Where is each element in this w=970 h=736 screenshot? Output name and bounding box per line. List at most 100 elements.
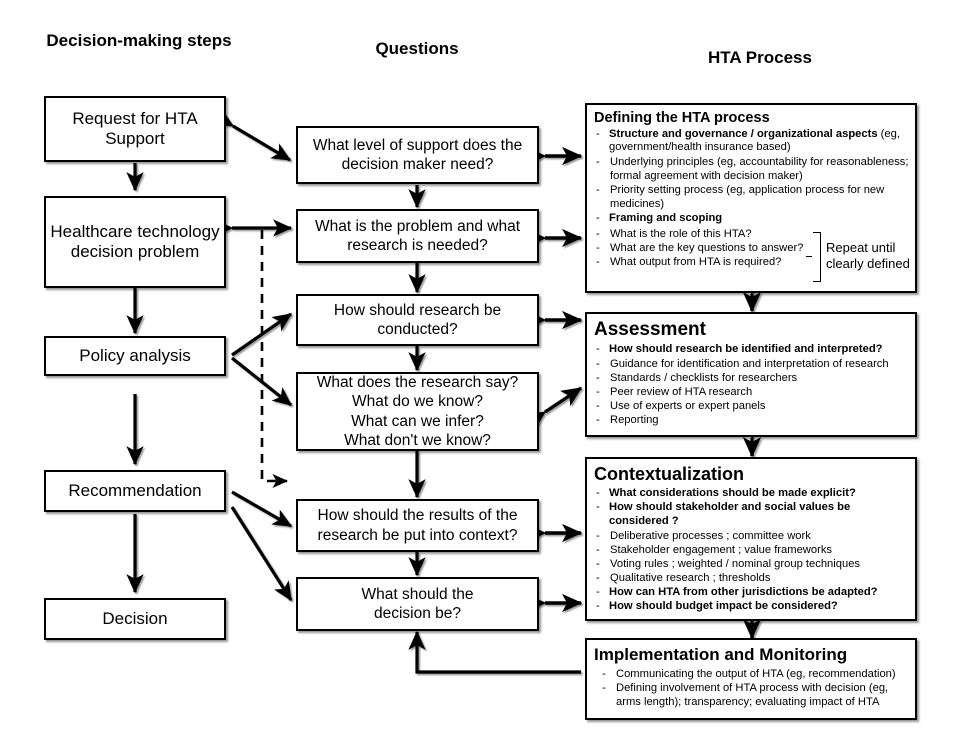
bullet-dash-icon: -: [596, 212, 600, 225]
bullet-dash-icon: -: [596, 599, 600, 612]
question-box-6[interactable]: What should the decision be?: [296, 577, 539, 631]
hta-item-tail: (eg, government/health insurance based): [609, 127, 900, 154]
hta-box-title: Defining the HTA process: [594, 110, 770, 126]
question-text: What is the problem and what research is…: [314, 217, 521, 254]
hta-subitem: - Use of experts or expert panels: [594, 399, 909, 413]
hta-item-text: How should research be identified and in…: [609, 342, 883, 355]
hta-box-title: Implementation and Monitoring: [594, 645, 848, 664]
step-box-policy-analysis[interactable]: Policy analysis: [44, 336, 226, 376]
hta-item-list: - How can HTA from other jurisdictions b…: [594, 586, 909, 614]
hta-item-text: How should budget impact be considered?: [609, 599, 838, 612]
column-header-hta-process: HTA Process: [708, 48, 812, 67]
bullet-dash-icon: -: [596, 500, 600, 513]
hta-subitem: - Underlying principles (eg, accountabil…: [594, 155, 909, 183]
hta-subitem-text: What output from HTA is required?: [610, 255, 782, 268]
hta-subitem-text: Standards / checklists for researchers: [610, 372, 798, 384]
hta-box-implementation-and-monitoring[interactable]: Implementation and Monitoring - Communic…: [585, 638, 917, 720]
question-box-2[interactable]: What is the problem and what research is…: [296, 209, 539, 263]
hta-subitem: - Voting rules ; weighted / nominal grou…: [594, 557, 909, 571]
question-box-5[interactable]: How should the results of the research b…: [296, 499, 539, 552]
hta-subitem-text: Deliberative processes ; committee work: [610, 529, 811, 542]
bullet-dash-icon: -: [596, 400, 600, 412]
hta-subitem: - Stakeholder engagement ; value framewo…: [594, 543, 909, 557]
bullet-dash-icon: -: [596, 184, 600, 197]
bullet-dash-icon: -: [596, 529, 600, 542]
column-header-questions: Questions: [375, 39, 459, 58]
hta-subitem: - Guidance for identification and interp…: [594, 357, 909, 371]
bullet-dash-icon: -: [596, 372, 600, 384]
step-label: Recommendation: [68, 480, 202, 500]
hta-subitem-text: Voting rules ; weighted / nominal group …: [610, 557, 861, 570]
step-box-healthcare-technology-decision-problem[interactable]: Healthcare technology decision problem: [44, 196, 226, 288]
hta-item-text: How should stakeholder and social values…: [609, 500, 851, 527]
question-box-4[interactable]: What does the research say? What do we k…: [296, 372, 539, 451]
hta-subitem-text: Qualitative research ; thresholds: [610, 571, 771, 584]
hta-subitem-text: Reporting: [610, 414, 659, 426]
step-box-request-for-hta-support[interactable]: Request for HTA Support: [44, 96, 226, 162]
hta-box-assessment[interactable]: Assessment - How should research be iden…: [585, 312, 917, 437]
column-header-decision-steps: Decision-making steps: [46, 31, 232, 50]
hta-subitem-list: - Communicating the output of HTA (eg, r…: [594, 667, 909, 709]
repeat-bracket-tick-icon: [806, 256, 812, 257]
hta-subitem: - Qualitative research ; thresholds: [594, 571, 909, 585]
hta-subitem: - Peer review of HTA research: [594, 385, 909, 399]
hta-item: - How can HTA from other jurisdictions b…: [594, 586, 909, 600]
hta-subitem: - What is the role of this HTA?: [594, 227, 809, 241]
bullet-dash-icon: -: [596, 557, 600, 570]
question-box-3[interactable]: How should research be conducted?: [296, 294, 539, 346]
bullet-dash-icon: -: [596, 127, 600, 140]
question-text: What should the decision be?: [361, 585, 474, 622]
question-text: How should research be conducted?: [333, 301, 502, 338]
repeat-until-clearly-defined-note: Repeat until clearly defined: [826, 240, 910, 271]
bullet-dash-icon: -: [596, 585, 600, 598]
hta-item: - What considerations should be made exp…: [594, 487, 909, 501]
bullet-dash-icon: -: [596, 241, 600, 254]
question-text: What level of support does the decision …: [312, 136, 523, 173]
hta-item: - How should research be identified and …: [594, 343, 909, 357]
hta-subitem-list: - Guidance for identification and interp…: [594, 357, 909, 427]
hta-subitem: - Deliberative processes ; committee wor…: [594, 529, 909, 543]
hta-subitem-list: - Underlying principles (eg, accountabil…: [594, 155, 909, 211]
hta-subitem: - Standards / checklists for researchers: [594, 371, 909, 385]
hta-subitem-text: Underlying principles (eg, accountabilit…: [610, 156, 909, 183]
question-text: How should the results of the research b…: [317, 507, 518, 544]
step-label: Request for HTA Support: [72, 108, 198, 148]
hta-item: - How should budget impact be considered…: [594, 600, 909, 614]
step-box-decision[interactable]: Decision: [44, 598, 226, 640]
hta-subitem-text: Priority setting process (eg, applicatio…: [610, 184, 885, 211]
hta-subitem-list: - What is the role of this HTA? - What a…: [594, 227, 809, 269]
step-label: Healthcare technology decision problem: [50, 221, 220, 261]
hta-subitem-text: Defining involvement of HTA process with…: [616, 681, 889, 708]
bullet-dash-icon: -: [596, 543, 600, 556]
hta-subitem-text: Stakeholder engagement ; value framework…: [610, 543, 833, 556]
hta-item-list: - What considerations should be made exp…: [594, 487, 909, 528]
bullet-dash-icon: -: [596, 227, 600, 240]
step-box-recommendation[interactable]: Recommendation: [44, 470, 226, 512]
hta-item-list: - Framing and scoping: [594, 212, 909, 226]
question-text: What does the research say? What do we k…: [316, 373, 519, 449]
bullet-dash-icon: -: [596, 571, 600, 584]
hta-item-text: How can HTA from other jurisdictions be …: [609, 585, 878, 598]
hta-subitem: - Reporting: [594, 413, 909, 427]
hta-subitem: - Communicating the output of HTA (eg, r…: [600, 667, 909, 681]
hta-item-text: Framing and scoping: [609, 212, 723, 225]
hta-subitem-text: What is the role of this HTA?: [610, 227, 752, 240]
hta-subitem: - What are the key questions to answer?: [594, 241, 809, 255]
hta-subitem-text: Guidance for identification and interpre…: [610, 358, 889, 370]
hta-box-title: Contextualization: [594, 464, 745, 484]
bullet-dash-icon: -: [602, 681, 606, 694]
step-label: Decision: [102, 608, 168, 628]
bullet-dash-icon: -: [596, 386, 600, 398]
question-box-1[interactable]: What level of support does the decision …: [296, 126, 539, 184]
hta-box-defining-the-hta-process[interactable]: Defining the HTA process - Structure and…: [585, 103, 917, 293]
hta-box-contextualization[interactable]: Contextualization - What considerations …: [585, 457, 917, 621]
hta-item-text: What considerations should be made expli…: [609, 486, 856, 499]
bullet-dash-icon: -: [596, 414, 600, 426]
bullet-dash-icon: -: [596, 255, 600, 268]
step-label: Policy analysis: [79, 345, 191, 365]
hta-box-title: Assessment: [594, 319, 706, 340]
bullet-dash-icon: -: [596, 486, 600, 499]
hta-subitem: - Defining involvement of HTA process wi…: [600, 681, 909, 709]
